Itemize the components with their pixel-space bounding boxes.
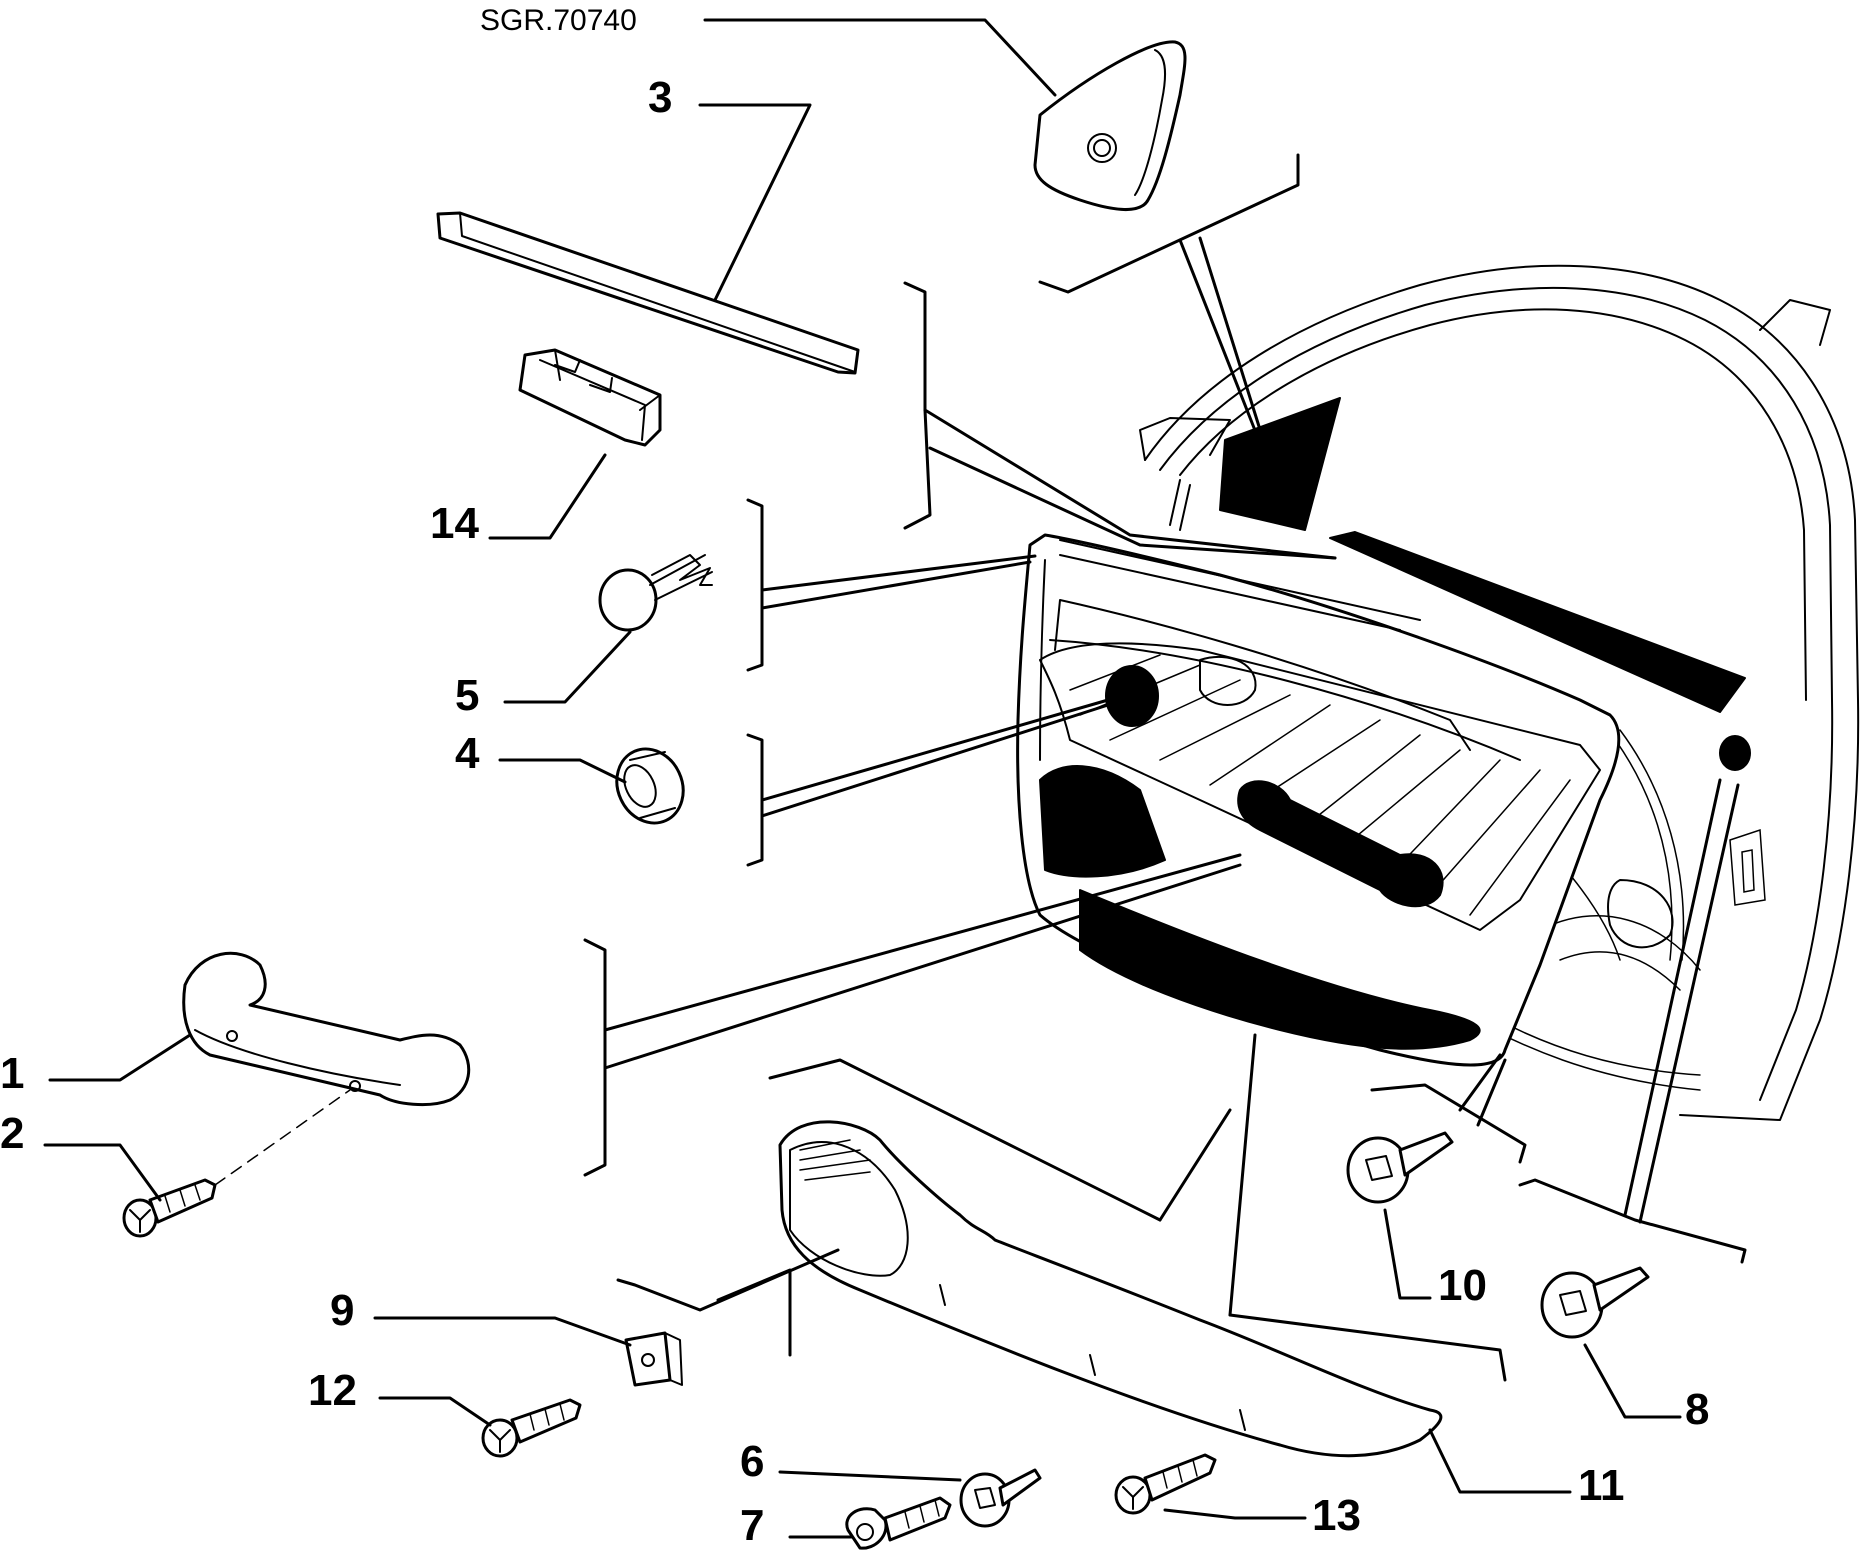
door-frame (1139, 264, 1860, 1121)
callout-11: 11 (1578, 1461, 1625, 1510)
quarter-glass (1219, 397, 1341, 531)
sill-strip-installed (1329, 531, 1746, 713)
part-9-nut-clip (624, 1331, 683, 1387)
callout-3: 3 (648, 73, 672, 122)
part-8-expansion-clip (1540, 1266, 1650, 1339)
part-4-grommet (615, 747, 685, 825)
callout-10: 10 (1438, 1261, 1487, 1310)
part-1-grab-handle (182, 951, 471, 1106)
callout-labels: SGR.70740 3 14 5 4 1 2 9 12 6 7 13 11 10… (0, 4, 1709, 1550)
callout-2: 2 (0, 1109, 24, 1158)
callout-7: 7 (740, 1501, 764, 1550)
mirror-cover-trim (1033, 40, 1187, 211)
part-3-sill-strip (436, 211, 860, 375)
callout-9: 9 (330, 1286, 354, 1335)
door-trim-panel (1016, 533, 1751, 1067)
part-11-lower-trim (778, 1120, 1443, 1458)
callout-6: 6 (740, 1437, 764, 1486)
part-12-screw (481, 1398, 582, 1458)
reference-code: SGR.70740 (480, 4, 637, 37)
part-14-clip (518, 348, 662, 447)
callout-5: 5 (455, 671, 479, 720)
callout-8: 8 (1685, 1385, 1709, 1434)
part-7-bolt (845, 1496, 952, 1550)
part-2-screw (122, 1089, 351, 1238)
callout-14: 14 (430, 499, 479, 548)
callout-12: 12 (308, 1366, 357, 1415)
callout-13: 13 (1312, 1491, 1361, 1540)
part-13-screw (1114, 1453, 1217, 1515)
part-5-push-pin (598, 554, 713, 632)
leader-lines (43, 18, 1747, 1539)
callout-1: 1 (0, 1049, 24, 1098)
part-10-expansion-clip (1346, 1131, 1454, 1204)
callout-4: 4 (455, 729, 480, 778)
part-6-washer-screw (959, 1468, 1042, 1528)
